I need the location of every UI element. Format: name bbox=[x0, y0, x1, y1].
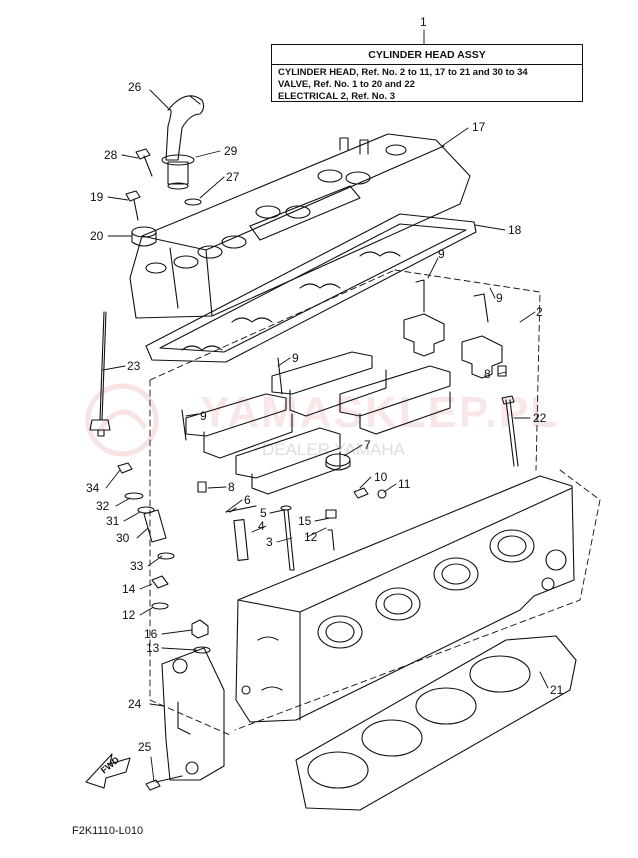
callout-34: 34 bbox=[86, 481, 100, 495]
callout-9-middle: 9 bbox=[292, 351, 299, 365]
callout-15: 15 bbox=[298, 514, 312, 528]
callout-31: 31 bbox=[106, 514, 120, 528]
watermark-subtitle: DEALER YAMAHA bbox=[262, 440, 405, 459]
callout-26: 26 bbox=[128, 80, 142, 94]
callout-12-left: 12 bbox=[122, 608, 136, 622]
callout-12-middle: 12 bbox=[304, 530, 318, 544]
cover-gasket bbox=[145, 213, 477, 363]
stud-bolt-22 bbox=[501, 395, 519, 467]
leader-lines bbox=[102, 29, 549, 783]
callout-13: 13 bbox=[146, 641, 160, 655]
callout-20: 20 bbox=[90, 229, 104, 243]
callout-2: 2 bbox=[536, 305, 543, 319]
callout-5: 5 bbox=[260, 506, 267, 520]
callout-6: 6 bbox=[244, 493, 251, 507]
breather-hose bbox=[165, 95, 205, 161]
assembly-notes: CYLINDER HEAD, Ref. No. 2 to 11, 17 to 2… bbox=[272, 65, 582, 105]
watermark-logo bbox=[85, 383, 159, 457]
assembly-note-line: CYLINDER HEAD, Ref. No. 2 to 11, 17 to 2… bbox=[278, 67, 528, 78]
cylinder-head-cover bbox=[129, 133, 471, 319]
callout-17: 17 bbox=[472, 120, 486, 134]
bolt-25 bbox=[145, 775, 183, 791]
callout-22: 22 bbox=[533, 411, 547, 425]
callout-23: 23 bbox=[127, 359, 141, 373]
callout-11: 11 bbox=[398, 477, 411, 491]
callout-10: 10 bbox=[374, 470, 388, 484]
callout-9-left: 9 bbox=[200, 409, 207, 423]
callout-8-left: 8 bbox=[228, 480, 235, 494]
head-gasket bbox=[295, 635, 577, 811]
callout-18: 18 bbox=[508, 223, 522, 237]
plug-7 bbox=[325, 453, 351, 471]
dashed-group-outlines bbox=[149, 269, 601, 736]
callout-14: 14 bbox=[122, 582, 136, 596]
callout-9-top-left: 9 bbox=[438, 247, 445, 261]
cylinder-head-body bbox=[235, 475, 575, 723]
long-rod-23 bbox=[89, 311, 111, 437]
breather-nipple bbox=[161, 154, 202, 206]
callout-9-top-right: 9 bbox=[496, 291, 503, 305]
callout-3: 3 bbox=[266, 535, 273, 549]
valve-parts bbox=[225, 505, 337, 571]
callout-30: 30 bbox=[116, 531, 130, 545]
bolt-19 bbox=[125, 190, 141, 221]
assembly-title: CYLINDER HEAD ASSY bbox=[272, 45, 582, 65]
callout-25: 25 bbox=[138, 740, 152, 754]
callout-21: 21 bbox=[550, 683, 564, 697]
bolt-28 bbox=[135, 148, 153, 177]
cam-caps-upper bbox=[403, 279, 507, 379]
callout-32: 32 bbox=[96, 499, 110, 513]
small-parts-left bbox=[117, 462, 211, 654]
fwd-label: FWD bbox=[99, 754, 122, 775]
callout-1: 1 bbox=[420, 15, 427, 29]
assembly-info-box: CYLINDER HEAD ASSY CYLINDER HEAD, Ref. N… bbox=[271, 44, 583, 102]
callout-4: 4 bbox=[258, 519, 265, 533]
bolt-10-washer-11 bbox=[353, 487, 387, 499]
callout-7: 7 bbox=[364, 438, 371, 452]
callout-27: 27 bbox=[226, 170, 240, 184]
figure-code: F2K1110-L010 bbox=[72, 825, 144, 837]
callout-24: 24 bbox=[128, 697, 142, 711]
fwd-arrow-icon: FWD bbox=[85, 753, 131, 789]
callout-19: 19 bbox=[90, 190, 104, 204]
callout-16: 16 bbox=[144, 627, 158, 641]
bracket-24 bbox=[161, 647, 225, 781]
callout-29: 29 bbox=[224, 144, 238, 158]
assembly-note-line: VALVE, Ref. No. 1 to 20 and 22 bbox=[278, 79, 415, 90]
cam-caps-middle bbox=[181, 351, 451, 495]
callout-33: 33 bbox=[130, 559, 144, 573]
assembly-note-line: ELECTRICAL 2, Ref. No. 3 bbox=[278, 91, 396, 102]
callout-8-right: 8 bbox=[484, 367, 491, 381]
callout-28: 28 bbox=[104, 148, 118, 162]
